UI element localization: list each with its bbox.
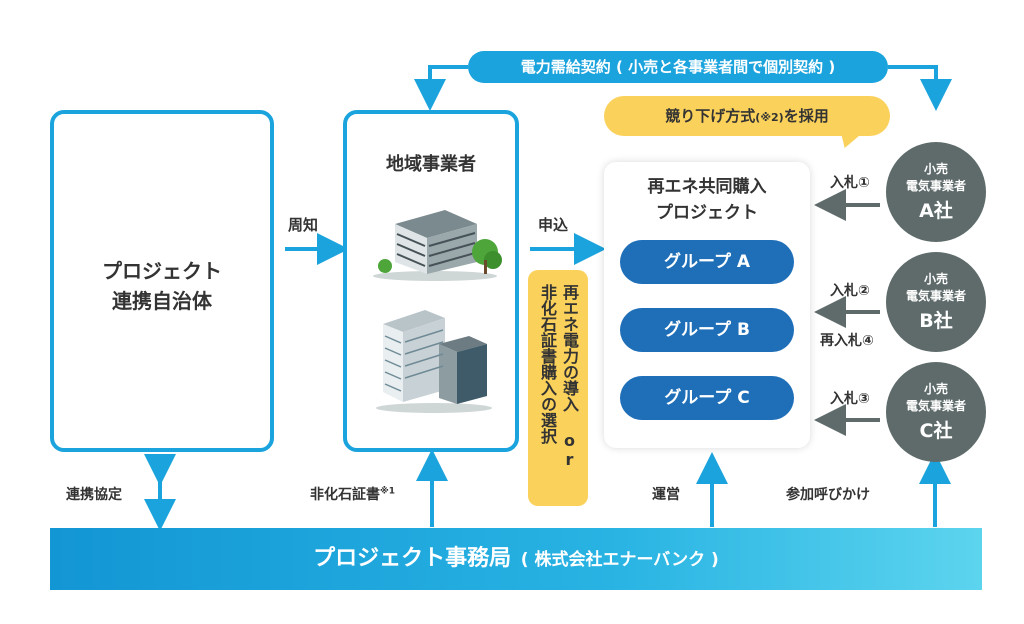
municipality-line1: プロジェクト [102,259,222,283]
bid1-label: 入札① [830,175,870,191]
retailer-a-company: A社 [919,200,953,222]
rebid4-label: 再入札④ [820,333,874,349]
certificate-label: 非化石証書※1 [310,484,395,504]
bid3-label: 入札③ [830,391,870,407]
joint-purchase-project-box: 再エネ共同購入 プロジェクト グループ A グループ B グループ C [604,162,810,448]
auction-method-callout: 競り下げ方式(※2)を採用 [604,96,890,136]
group-b-pill: グループ B [620,308,794,352]
local-business-title: 地域事業者 [386,154,476,175]
retailer-c-company: C社 [919,420,953,442]
retailer-c-line2: 電気事業者 [905,399,966,413]
contract-bracket-line [414,65,468,111]
tower-building-icon [376,310,492,413]
retailer-b-company: B社 [919,310,953,332]
bid2-label: 入札② [830,283,870,299]
project-office-title: プロジェクト事務局 [313,546,512,571]
project-office-company: ( 株式会社エナーバンク ) [520,550,719,570]
group-a-pill: グループ A [620,240,794,284]
contract-banner: 電力需給契約 ( 小売と各事業者間で個別契約 ) [468,51,888,83]
auction-method-note: (※2) [755,111,784,124]
local-business-box: 地域事業者 [343,110,519,452]
certificate-label-text: 非化石証書 [310,487,380,503]
selection-note-line1: 再エネ電力の導入 or [560,284,579,469]
project-office-bar: プロジェクト事務局 ( 株式会社エナーバンク ) [50,528,982,590]
announce-label: 周知 [288,216,319,234]
participation-call-label: 参加呼びかけ [786,487,870,503]
project-title: 再エネ共同購入 プロジェクト [604,174,810,226]
retailer-a-line1: 小売 [923,162,948,176]
retailer-b-line2: 電気事業者 [905,289,966,303]
retailer-c-line1: 小売 [923,382,948,396]
group-c-pill: グループ C [620,376,794,420]
auction-method-suffix: を採用 [783,107,829,125]
project-title-line2: プロジェクト [656,203,758,223]
selection-note-text: 再エネ電力の導入 or 非化石証書購入の選択 [536,284,580,494]
certificate-label-note: ※1 [380,486,396,497]
selection-note-line2: 非化石証書購入の選択 [538,284,557,444]
project-title-line1: 再エネ共同購入 [647,177,767,197]
municipality-line2: 連携自治体 [112,289,212,313]
retailer-b-circle: 小売 電気事業者 B社 [886,252,986,352]
office-building-icon [373,210,502,281]
operate-label: 運営 [652,487,680,503]
apply-label: 申込 [538,216,569,234]
coop-agreement-label: 連携協定 [66,487,122,503]
auction-method-prefix: 競り下げ方式 [665,107,756,125]
retailer-a-circle: 小売 電気事業者 A社 [886,142,986,242]
selection-note: 再エネ電力の導入 or 非化石証書購入の選択 [528,270,588,506]
retailer-c-circle: 小売 電気事業者 C社 [886,362,986,462]
municipality-label: プロジェクト 連携自治体 [54,256,270,316]
retailer-b-line1: 小売 [923,272,948,286]
partner-municipality-box: プロジェクト 連携自治体 [50,110,274,452]
retailer-a-line2: 電気事業者 [905,179,966,193]
